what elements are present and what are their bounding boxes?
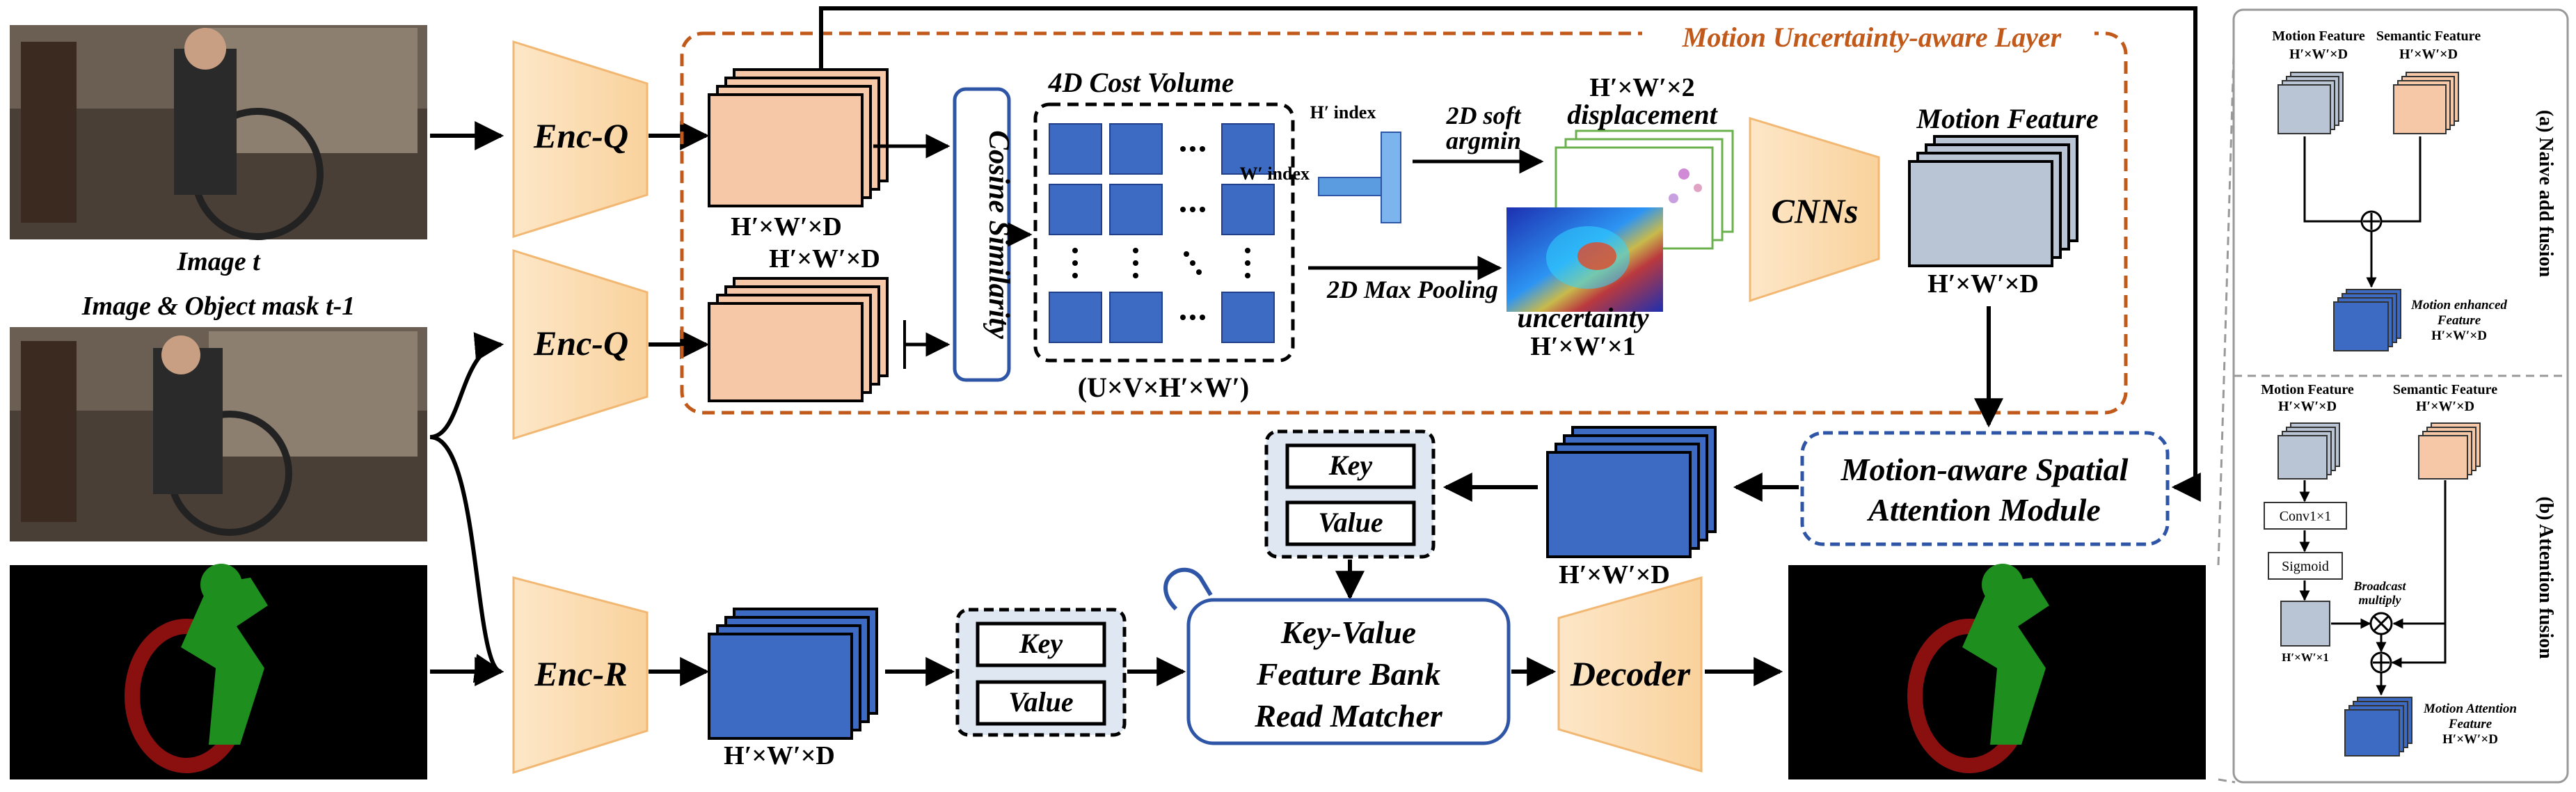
- inset-a-enhanced-dim: H′×W′×D: [2431, 328, 2487, 343]
- uncertainty-dim: H′×W′×1: [1530, 332, 1635, 361]
- add-icon-b: [2370, 651, 2392, 674]
- read-matcher-line3: Read Matcher: [1254, 698, 1443, 734]
- index-cross-icon: [1318, 132, 1401, 223]
- inset-a-caption: (a) Naive add fusion: [2535, 110, 2557, 278]
- inset-b-semantic-title: Semantic Feature: [2393, 382, 2497, 397]
- enc-q-bottom: Enc-Q: [512, 248, 649, 441]
- motion-feature-title: Motion Feature: [1916, 103, 2098, 134]
- add-icon: [2360, 210, 2383, 232]
- attention-feature-stack: [1546, 426, 1717, 558]
- enc-r: Enc-R: [512, 576, 649, 775]
- inset-a-enhanced-line1: Motion enhanced: [2410, 298, 2507, 312]
- inset-b-semantic-stack: [2418, 422, 2481, 480]
- reference-feature-dim: H′×W′×D: [724, 741, 835, 770]
- inset-a-motion-dim: H′×W′×D: [2289, 47, 2348, 62]
- inset-b-broadcast-line1: Broadcast: [2353, 579, 2406, 593]
- inset-a-semantic-dim: H′×W′×D: [2399, 47, 2458, 62]
- memory-value-box: [1285, 500, 1416, 546]
- query-feature-bottom: [708, 277, 889, 402]
- cnns-label: CNNs: [1771, 191, 1858, 230]
- inset-b-broadcast-line2: multiply: [2358, 593, 2401, 607]
- inset-b-sigmoid-label: Sigmoid: [2282, 559, 2329, 574]
- query-key-box: [976, 621, 1106, 667]
- self-loop-arrow: [1163, 567, 1213, 611]
- image-t-label: Image t: [176, 247, 261, 276]
- read-matcher-line2: Feature Bank: [1256, 656, 1441, 692]
- attention-feature-dim: H′×W′×D: [1559, 560, 1670, 589]
- inset-b-attention-line1: Motion Attention: [2423, 702, 2517, 716]
- inset-b-caption: (b) Attention fusion: [2535, 496, 2557, 659]
- inset-a-semantic-stack: [2393, 72, 2459, 134]
- memory-key-box: [1285, 443, 1416, 489]
- memory-value-label: Value: [1318, 507, 1383, 538]
- max-pool-label: 2D Max Pooling: [1326, 276, 1498, 303]
- inset-b-conv-box: [2264, 502, 2347, 530]
- inset-a-output-stack: [2333, 289, 2401, 351]
- cost-volume-dim: (U×V×H′×W′): [1078, 372, 1249, 403]
- soft-argmin-line2: argmin: [1446, 127, 1521, 155]
- inset-a-enhanced-line2: Feature: [2437, 313, 2481, 328]
- output-mask: [1788, 564, 2206, 779]
- h-index-label: H′ index: [1310, 102, 1376, 122]
- image-t-minus-1: [10, 327, 427, 541]
- cost-volume-title: 4D Cost Volume: [1048, 67, 1234, 98]
- motion-layer-title: Motion Uncertainty-aware Layer: [1682, 22, 2062, 53]
- enc-r-label: Enc-R: [534, 654, 627, 693]
- query-feature-top: [708, 68, 889, 207]
- enc-q-bottom-label: Enc-Q: [533, 324, 628, 363]
- inset-b-sigmoid-box: [2268, 552, 2343, 580]
- cost-volume-ellipsis: [1072, 146, 1250, 320]
- object-mask: [10, 564, 427, 779]
- uncertainty-map: [1506, 207, 1663, 312]
- inset-a-motion-title: Motion Feature: [2272, 29, 2365, 44]
- decoder-label: Decoder: [1570, 654, 1691, 693]
- attention-module-box: [1800, 431, 2170, 546]
- inset-a-semantic-title: Semantic Feature: [2376, 29, 2481, 44]
- inset-b-motion-dim: H′×W′×D: [2278, 399, 2337, 414]
- uncertainty-label: uncertainty: [1518, 302, 1649, 333]
- displacement-label: displacement: [1567, 99, 1718, 130]
- enc-q-top-label: Enc-Q: [533, 116, 628, 155]
- decoder-block: Decoder: [1557, 576, 1703, 773]
- memory-key-label: Key: [1328, 450, 1372, 481]
- attention-module-line1: Motion-aware Spatial: [1840, 452, 2129, 487]
- inset-b-semantic-dim: H′×W′×D: [2416, 399, 2474, 414]
- reference-feature-stack: [708, 608, 878, 740]
- motion-feature-dim: H′×W′×D: [1927, 269, 2039, 299]
- inset-b-output-stack: [2344, 697, 2412, 757]
- motion-feature-stack: [1908, 135, 2078, 267]
- displacement-dim: H′×W′×2: [1589, 73, 1694, 102]
- inset-b-conv-label: Conv1×1: [2280, 509, 2332, 524]
- query-value-box: [976, 680, 1106, 726]
- image-t: [10, 25, 427, 240]
- query-feature-top-dim: H′×W′×D: [731, 212, 842, 241]
- read-matcher-line1: Key-Value: [1280, 615, 1416, 650]
- query-value-label: Value: [1008, 686, 1073, 718]
- query-key-label: Key: [1019, 628, 1063, 659]
- cost-volume-grid: [1049, 123, 1275, 343]
- motion-layer-frame: [680, 31, 2128, 415]
- inset-b-motion-title: Motion Feature: [2261, 382, 2354, 397]
- multiply-icon: [2369, 612, 2393, 635]
- cnns-block: CNNs: [1749, 116, 1880, 303]
- inset-b-attention-dim: H′×W′×D: [2442, 732, 2498, 747]
- inset-b-motion-stack: [2277, 422, 2340, 480]
- inset-b-attn-map: [2280, 601, 2330, 647]
- image-prev-label: Image & Object mask t-1: [81, 292, 356, 321]
- cosine-similarity-label: Cosine Similarity: [983, 130, 1015, 339]
- soft-argmin-line1: 2D soft: [1446, 102, 1522, 129]
- w-index-label: W′ index: [1240, 164, 1310, 184]
- inset-b-attention-line2: Feature: [2448, 717, 2492, 731]
- query-feature-bottom-dim: H′×W′×D: [769, 244, 880, 274]
- inset-a-motion-stack: [2277, 72, 2344, 134]
- read-matcher-box: [1186, 598, 1511, 745]
- attention-module-line2: Attention Module: [1866, 492, 2101, 528]
- inset-panel: [2232, 8, 2569, 784]
- inset-b-attn-dim: H′×W′×1: [2282, 651, 2329, 664]
- enc-q-top: Enc-Q: [512, 40, 649, 239]
